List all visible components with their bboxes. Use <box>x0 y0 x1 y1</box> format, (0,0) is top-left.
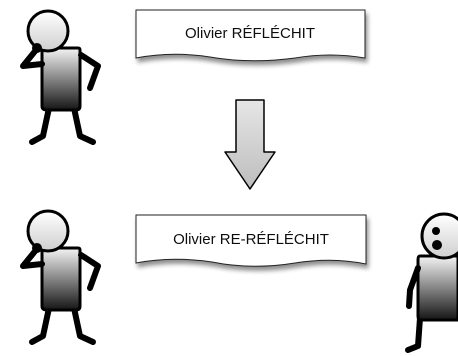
caption-bottom: Olivier RE-RÉFLÉCHIT <box>173 231 329 248</box>
down-arrow-icon <box>224 99 276 190</box>
thinking-figure-top <box>20 9 101 145</box>
thinking-figure-bottom <box>20 209 101 345</box>
caption-box-top: Olivier RÉFLÉCHIT <box>135 9 366 62</box>
surprised-figure-right <box>405 212 458 353</box>
caption-box-bottom: Olivier RE-RÉFLÉCHIT <box>135 214 367 267</box>
caption-top: Olivier RÉFLÉCHIT <box>185 25 315 42</box>
